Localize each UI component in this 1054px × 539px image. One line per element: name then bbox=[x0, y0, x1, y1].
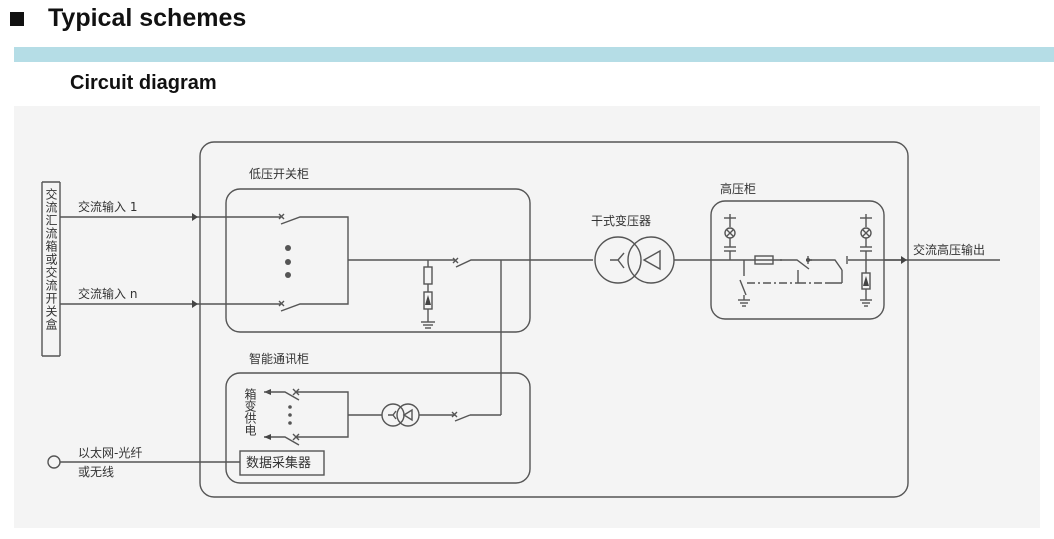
transformer-label: 干式变压器 bbox=[591, 213, 651, 228]
lv-main-breaker bbox=[452, 257, 593, 268]
hv-cabinet-label: 高压柜 bbox=[720, 181, 756, 196]
data-collector: 数据采集器 bbox=[239, 450, 325, 476]
hv-earth-switch bbox=[738, 260, 798, 307]
section-title: Typical schemes bbox=[8, 4, 246, 33]
network-label-line2: 或无线 bbox=[78, 465, 114, 479]
outer-enclosure bbox=[199, 141, 909, 498]
aux-transformer-icon bbox=[381, 403, 471, 427]
data-collector-label: 数据采集器 bbox=[246, 455, 311, 471]
box-power-supply-label: 箱变供电 bbox=[243, 387, 257, 436]
combiner-box-label: 交流汇流箱或交流开关盒 bbox=[44, 187, 58, 331]
transformer-icon bbox=[594, 236, 905, 284]
section-title-text: Typical schemes bbox=[48, 4, 247, 32]
box-power-feeders bbox=[264, 388, 382, 446]
hv-right-indicator-icon bbox=[860, 214, 872, 307]
subsection-title: Circuit diagram bbox=[70, 72, 217, 94]
ac-hv-output-label: 交流高压输出 bbox=[913, 242, 985, 257]
network-label-line1: 以太网-光纤 bbox=[78, 445, 142, 460]
lv-cabinet-label: 低压开关柜 bbox=[249, 167, 309, 181]
ac-input-n-label: 交流输入 n bbox=[78, 286, 137, 301]
network-line: 以太网-光纤 或无线 bbox=[47, 445, 240, 479]
square-bullet-icon bbox=[10, 11, 24, 26]
combiner-box: 交流汇流箱或交流开关盒 bbox=[41, 181, 61, 357]
ac-input-1-label: 交流输入 1 bbox=[78, 199, 137, 214]
diagram-panel bbox=[14, 106, 1040, 528]
dots-icon bbox=[285, 245, 291, 278]
ac-hv-output-line: 交流高压输出 bbox=[884, 242, 1000, 264]
comm-cabinet-label: 智能通讯柜 bbox=[249, 351, 309, 366]
accent-bar bbox=[14, 47, 1054, 62]
ac-input-n-line: 交流输入 n bbox=[60, 286, 276, 308]
hv-left-indicator-icon bbox=[724, 214, 736, 260]
surge-arrester-icon bbox=[421, 260, 435, 329]
lv-breaker-1 bbox=[276, 213, 349, 312]
hv-fuse-icon bbox=[754, 255, 774, 265]
ac-input-1-line: 交流输入 1 bbox=[60, 199, 276, 221]
comm-cabinet bbox=[225, 372, 531, 484]
hv-load-switch bbox=[780, 255, 848, 284]
